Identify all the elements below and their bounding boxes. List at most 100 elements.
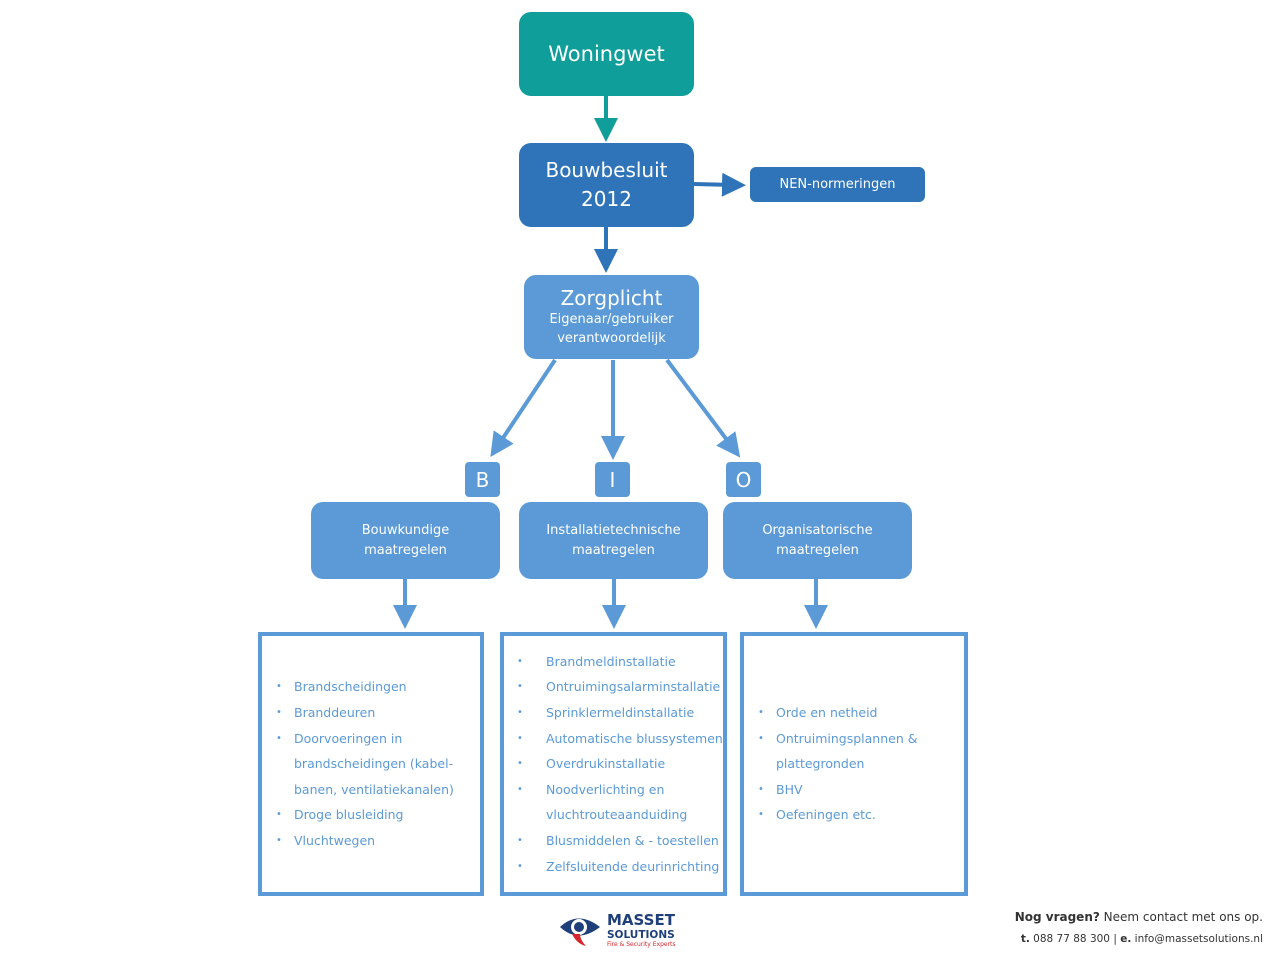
category-organisatorisch: Organisatorische maatregelen bbox=[723, 502, 912, 579]
bullet-icon: • bbox=[517, 860, 523, 872]
list-item: • Blusmiddelen & - toestellen bbox=[504, 828, 723, 854]
footer-phone-label: t. bbox=[1020, 933, 1030, 945]
list-item-text: Zelfsluitende deurinrichting bbox=[546, 858, 720, 874]
node-zorgplicht-sub1: Eigenaar/gebruiker bbox=[549, 312, 674, 327]
list-item: • Droge blusleiding bbox=[262, 802, 480, 828]
list-item: • Automatische blussystemen bbox=[504, 726, 723, 752]
bullet-icon: • bbox=[276, 834, 282, 846]
node-zorgplicht-sub2: verantwoordelijk bbox=[557, 331, 666, 346]
list-item: banen, ventilatiekanalen) bbox=[262, 777, 480, 803]
bullet-icon: • bbox=[517, 681, 523, 693]
list-item-text: Brandscheidingen bbox=[294, 679, 407, 695]
bullet-icon: • bbox=[517, 834, 523, 846]
eye-icon bbox=[560, 918, 600, 946]
arrow-zorgplicht-o bbox=[665, 358, 741, 458]
bullet-icon: • bbox=[517, 783, 523, 795]
list-item: • Sprinklermeldinstallatie bbox=[504, 700, 723, 726]
category-installatietechnisch: Installatietechnische maatregelen bbox=[519, 502, 708, 579]
footer-contact: Nog vragen? Neem contact met ons op. t. … bbox=[1015, 909, 1263, 947]
list-item: • Brandscheidingen bbox=[262, 674, 480, 700]
list-item: • Ontruimingsplannen & bbox=[744, 726, 964, 752]
list-item-text: Ontruimingsplannen & bbox=[776, 730, 918, 746]
logo-name-line2: SOLUTIONS bbox=[607, 929, 675, 941]
node-zorgplicht-title: Zorgplicht bbox=[560, 286, 663, 310]
list-organisatorisch: • Orde en netheid • Ontruimingsplannen & pla… bbox=[740, 632, 968, 896]
list-item-text: Branddeuren bbox=[294, 705, 376, 721]
list-item-text: BHV bbox=[776, 781, 803, 797]
category-installatietechnisch-line2: maatregelen bbox=[572, 542, 655, 558]
list-item-text: banen, ventilatiekanalen) bbox=[294, 781, 454, 797]
category-bouwkundig-line2: maatregelen bbox=[364, 542, 447, 558]
list-item-text: Ontruimingsalarminstallatie bbox=[546, 679, 721, 695]
category-installatietechnisch-line1: Installatietechnische bbox=[546, 522, 681, 538]
category-organisatorisch-line2: maatregelen bbox=[776, 542, 859, 558]
list-item: • Zelfsluitende deurinrichting bbox=[504, 854, 723, 880]
category-bouwkundig: Bouwkundige maatregelen bbox=[311, 502, 500, 579]
list-item-text: Overdrukinstallatie bbox=[546, 756, 666, 772]
bullet-icon: • bbox=[517, 732, 523, 744]
logo-name-line1: MASSET bbox=[607, 911, 676, 929]
list-bouwkundig: • Brandscheidingen • Branddeuren • Doorvoerin… bbox=[258, 632, 484, 896]
bullet-icon: • bbox=[758, 783, 764, 795]
list-item: • Vluchtwegen bbox=[262, 828, 480, 854]
list-item: • Oefeningen etc. bbox=[744, 802, 964, 828]
footer-email[interactable]: info@massetsolutions.nl bbox=[1131, 933, 1263, 945]
list-item-text: Vluchtwegen bbox=[294, 832, 376, 848]
letter-b-badge: B bbox=[465, 462, 500, 497]
list-item-text: Doorvoeringen in bbox=[294, 730, 403, 746]
node-zorgplicht: Zorgplicht Eigenaar/gebruiker verantwoor… bbox=[524, 275, 699, 359]
list-item-text: plattegronden bbox=[776, 756, 865, 772]
list-item-text: Oefeningen etc. bbox=[776, 807, 876, 823]
node-nen-label: NEN-normeringen bbox=[779, 177, 896, 192]
list-installatietechnisch: • Brandmeldinstallatie • Ontruimingsalarmin… bbox=[500, 632, 727, 896]
bullet-icon: • bbox=[758, 707, 764, 719]
node-bouwbesluit-line1: Bouwbesluit bbox=[545, 158, 668, 182]
bullet-icon: • bbox=[758, 732, 764, 744]
node-bouwbesluit-line2: 2012 bbox=[581, 187, 632, 211]
letter-o-badge: O bbox=[726, 462, 761, 497]
list-item-text: Brandmeldinstallatie bbox=[546, 653, 676, 669]
list-item-text: Orde en netheid bbox=[776, 705, 878, 721]
list-item: plattegronden bbox=[744, 751, 964, 777]
footer-question-bold: Nog vragen? bbox=[1014, 910, 1100, 924]
category-bouwkundig-line1: Bouwkundige bbox=[361, 522, 450, 538]
node-nen-normeringen: NEN-normeringen bbox=[750, 167, 925, 202]
list-item: vluchtrouteaanduiding bbox=[504, 802, 723, 828]
footer-email-label: e. bbox=[1120, 933, 1132, 945]
node-bouwbesluit: Bouwbesluit 2012 bbox=[519, 143, 694, 227]
list-item: • Brandmeldinstallatie bbox=[504, 649, 723, 675]
list-item-text: Droge blusleiding bbox=[294, 807, 404, 823]
bullet-icon: • bbox=[276, 707, 282, 719]
list-item-text: Noodverlichting en bbox=[546, 781, 665, 797]
bullet-icon: • bbox=[276, 809, 282, 821]
bullet-icon: • bbox=[517, 655, 523, 667]
list-item-text: Blusmiddelen & - toestellen bbox=[546, 832, 719, 848]
arrow-zorgplicht-b bbox=[490, 358, 557, 457]
node-woningwet-label: Woningwet bbox=[548, 42, 665, 66]
list-item: • BHV bbox=[744, 777, 964, 803]
bullet-icon: • bbox=[758, 809, 764, 821]
category-organisatorisch-line1: Organisatorische bbox=[762, 522, 873, 538]
list-item-text: vluchtrouteaanduiding bbox=[546, 807, 688, 823]
list-item: brandscheidingen (kabel- bbox=[262, 751, 480, 777]
list-item: • Ontruimingsalarminstallatie bbox=[504, 674, 723, 700]
masset-solutions-logo: MASSET SOLUTIONS Fire & Security Experts bbox=[560, 911, 676, 948]
list-item-text: Sprinklermeldinstallatie bbox=[546, 705, 695, 721]
footer-question-rest: Neem contact met ons op. bbox=[1099, 910, 1263, 924]
footer-phone: 088 77 88 300 | bbox=[1029, 933, 1121, 945]
letter-i-badge: I bbox=[595, 462, 630, 497]
list-item: • Orde en netheid bbox=[744, 700, 964, 726]
list-item: • Branddeuren bbox=[262, 700, 480, 726]
arrow-bouwbesluit-nen bbox=[693, 172, 746, 197]
list-item: • Overdrukinstallatie bbox=[504, 751, 723, 777]
bullet-icon: • bbox=[517, 707, 523, 719]
list-item-text: brandscheidingen (kabel- bbox=[294, 756, 454, 772]
bullet-icon: • bbox=[276, 732, 282, 744]
bullet-icon: • bbox=[276, 681, 282, 693]
node-woningwet: Woningwet bbox=[519, 12, 694, 96]
bullet-icon: • bbox=[517, 758, 523, 770]
logo-tagline: Fire & Security Experts bbox=[607, 941, 676, 948]
list-item-text: Automatische blussystemen bbox=[546, 730, 723, 746]
list-item: • Doorvoeringen in bbox=[262, 726, 480, 752]
